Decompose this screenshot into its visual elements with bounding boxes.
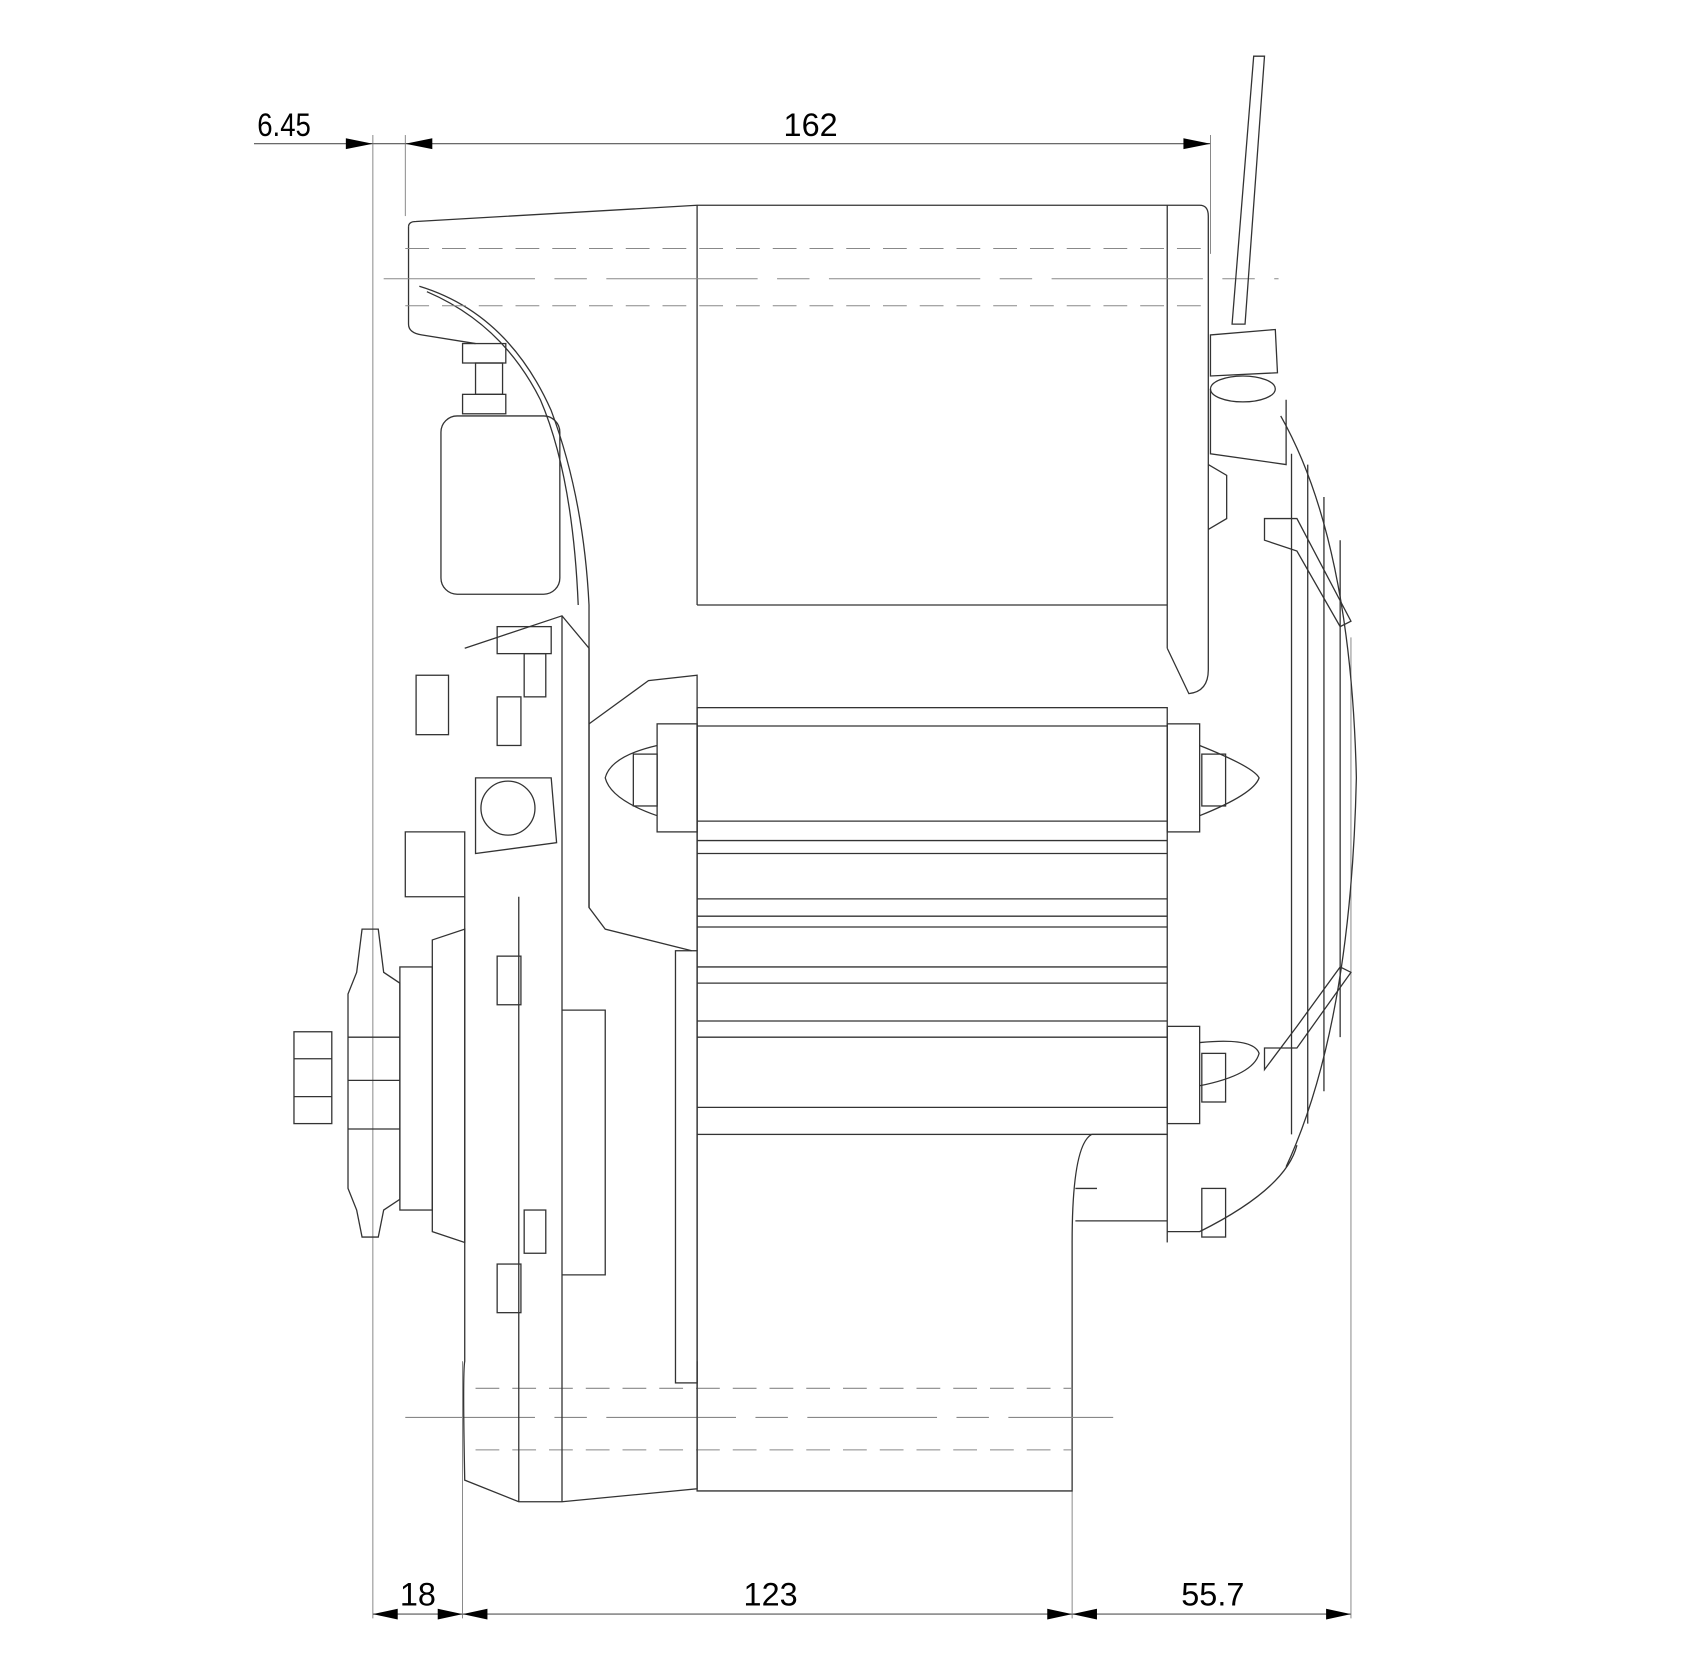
dim-55-7: 55.7 xyxy=(1181,1576,1244,1612)
arrow xyxy=(1183,138,1211,150)
dim-6-45: 6.45 xyxy=(257,108,311,144)
arrow xyxy=(405,138,433,150)
dimension-top: 6.45 162 xyxy=(253,107,1211,1619)
lower-housing xyxy=(405,1133,1168,1492)
top-housing xyxy=(383,204,1279,952)
arrow xyxy=(345,138,373,150)
gearbox xyxy=(404,615,698,1503)
dim-18: 18 xyxy=(400,1576,436,1612)
stator-body xyxy=(604,707,1260,1238)
rear-finned-cap xyxy=(1167,415,1358,1233)
dim-123: 123 xyxy=(744,1576,798,1612)
hex-nut xyxy=(293,1031,333,1125)
cable xyxy=(1207,55,1287,530)
dim-162: 162 xyxy=(784,107,838,143)
dimension-bottom: 18 123 55.7 xyxy=(372,637,1352,1620)
terminal-box xyxy=(440,342,561,595)
sprocket xyxy=(293,928,433,1238)
